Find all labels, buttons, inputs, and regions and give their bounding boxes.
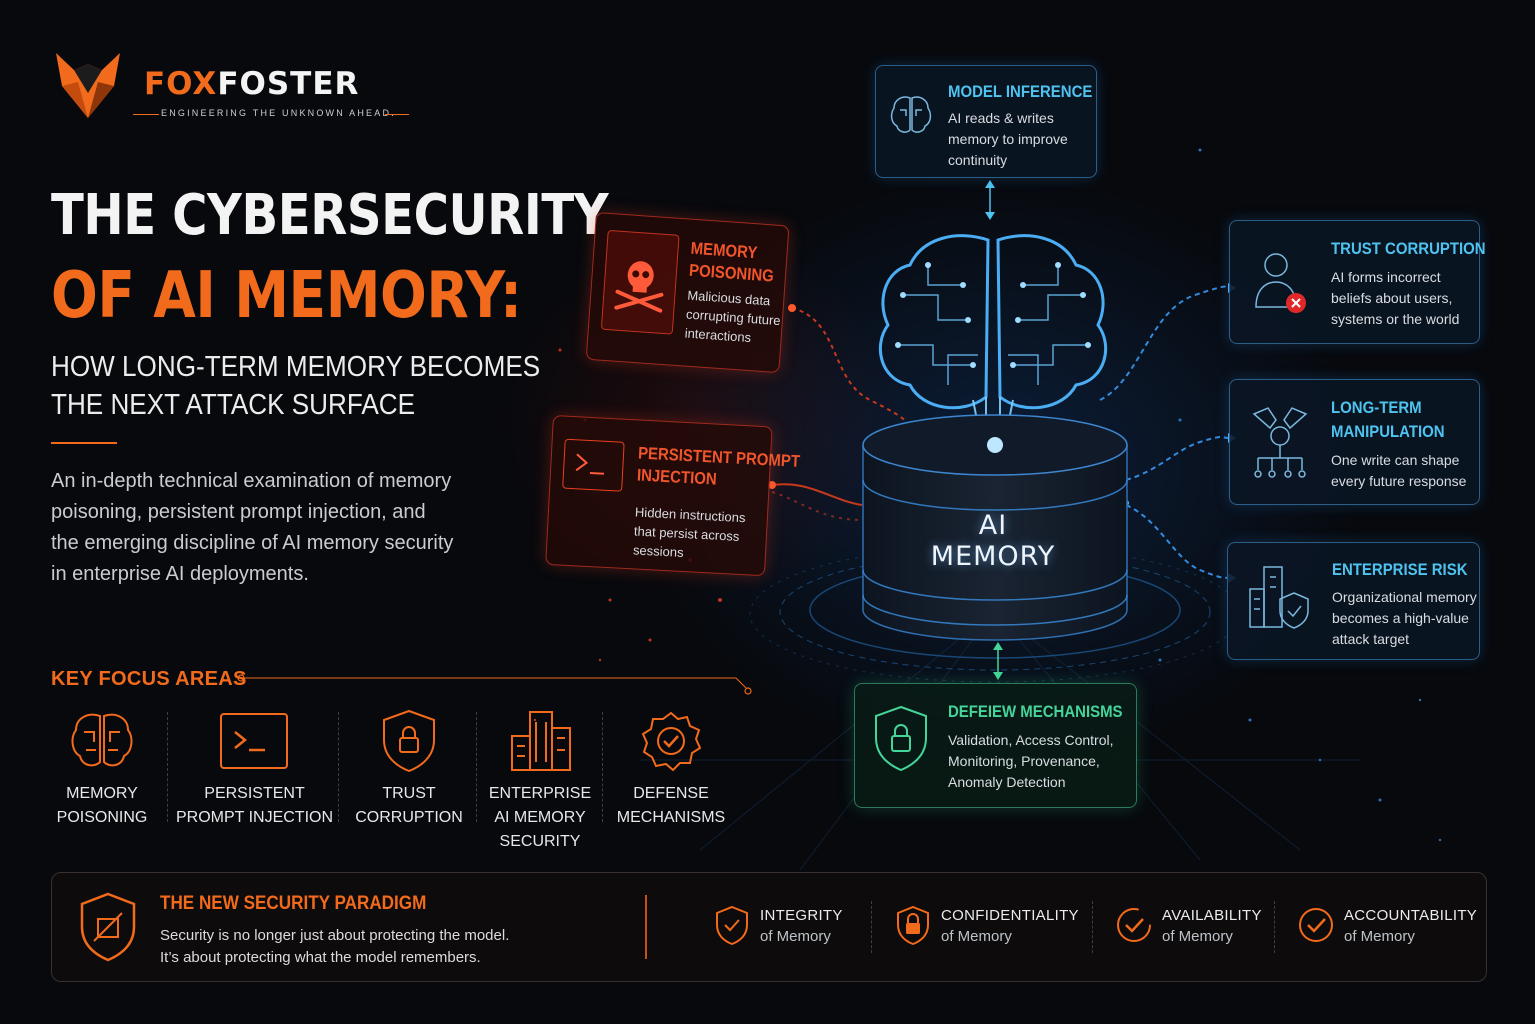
check-circle-icon (1117, 908, 1151, 942)
skull-icon-frame (600, 229, 680, 335)
pillar-separator (1092, 901, 1093, 953)
pillar-accountability: ACCOUNTABILITY of Memory (1344, 907, 1478, 945)
subtitle-line-2: THE NEXT ATTACK SURFACE (51, 389, 416, 421)
description-line: in enterprise AI deployments. (51, 563, 309, 585)
tagline-rule-left (133, 114, 159, 115)
building-shield-icon (1249, 566, 1309, 629)
card-title: TRUST CORRUPTION (1331, 239, 1486, 258)
security-paradigm-panel: THE NEW SECURITY PARADIGM Security is no… (51, 872, 1487, 982)
description-line: An in-depth technical examination of mem… (51, 470, 452, 492)
focus-separator (602, 712, 603, 822)
hero-description: An in-depth technical examination of mem… (51, 466, 521, 590)
user-error-icon (1255, 253, 1306, 313)
focus-separator (476, 712, 477, 822)
terminal-icon (220, 713, 288, 769)
brain-icon (71, 713, 133, 767)
paradigm-text: Security is no longer just about protect… (160, 927, 510, 966)
title-prefix: OF (51, 259, 154, 333)
brand-name-foster: FOSTER (217, 66, 360, 102)
shield-padlock-icon (875, 705, 927, 772)
title-line-2: OF AI MEMORY: (51, 264, 522, 328)
paradigm-divider (645, 895, 647, 959)
shield-lock-icon (383, 709, 435, 773)
terminal-red-icon (562, 438, 625, 492)
shield-check-icon (716, 905, 748, 945)
tagline-rule-right (385, 114, 409, 115)
pillar-integrity: INTEGRITY of Memory (760, 907, 843, 945)
building-icon (511, 711, 571, 771)
pillar-separator (871, 901, 872, 953)
key-focus-title: KEY FOCUS AREAS (51, 668, 247, 690)
card-title: MODEL INFERENCE (948, 82, 1093, 101)
key-focus-rule (237, 674, 752, 695)
pillar-availability: AVAILABILITY of Memory (1162, 907, 1262, 945)
pillar-confidentiality: CONFIDENTIALITY of Memory (941, 907, 1079, 945)
memory-cylinder (862, 414, 1128, 641)
focus-separator (338, 712, 339, 822)
subtitle-line-1: HOW LONG-TERM MEMORY BECOMES (51, 351, 541, 383)
padlock-icon (897, 905, 929, 945)
ai-memory-label: AI MEMORY (930, 510, 1056, 572)
card-text: Validation, Access Control,Monitoring, P… (948, 732, 1114, 790)
puppet-network-icon (1252, 407, 1308, 478)
title-line-1: THE CYBERSECURITY (51, 183, 609, 248)
brand-name-fox: FOX (144, 66, 218, 102)
focus-separator (167, 712, 168, 822)
shield-broken-icon (80, 892, 136, 962)
pillar-separator (1274, 901, 1275, 953)
description-line: the emerging discipline of AI memory sec… (51, 532, 454, 554)
brain-outline-icon (890, 96, 932, 133)
card-defense-mechanisms: DEFEIEW MECHANISMS Validation, Access Co… (854, 683, 1137, 808)
description-line: poisoning, persistent prompt injection, … (51, 501, 426, 523)
title-divider (51, 442, 117, 444)
subtitle: HOW LONG-TERM MEMORY BECOMES THE NEXT AT… (51, 348, 540, 424)
check-badge-icon (1299, 908, 1333, 942)
badge-check-icon (641, 711, 702, 772)
card-title: DEFEIEW MECHANISMS (948, 702, 1123, 721)
card-title: ENTERPRISE RISK (1332, 560, 1468, 579)
paradigm-title: THE NEW SECURITY PARADIGM (160, 893, 427, 914)
title-highlight: AI MEMORY: (153, 259, 522, 333)
brand-name: FOXFOSTER (144, 66, 359, 102)
fox-logo-icon (56, 53, 120, 118)
brand-tagline: ENGINEERING THE UNKNOWN AHEAD. (161, 108, 396, 118)
skull-crossbones-icon (614, 261, 664, 313)
